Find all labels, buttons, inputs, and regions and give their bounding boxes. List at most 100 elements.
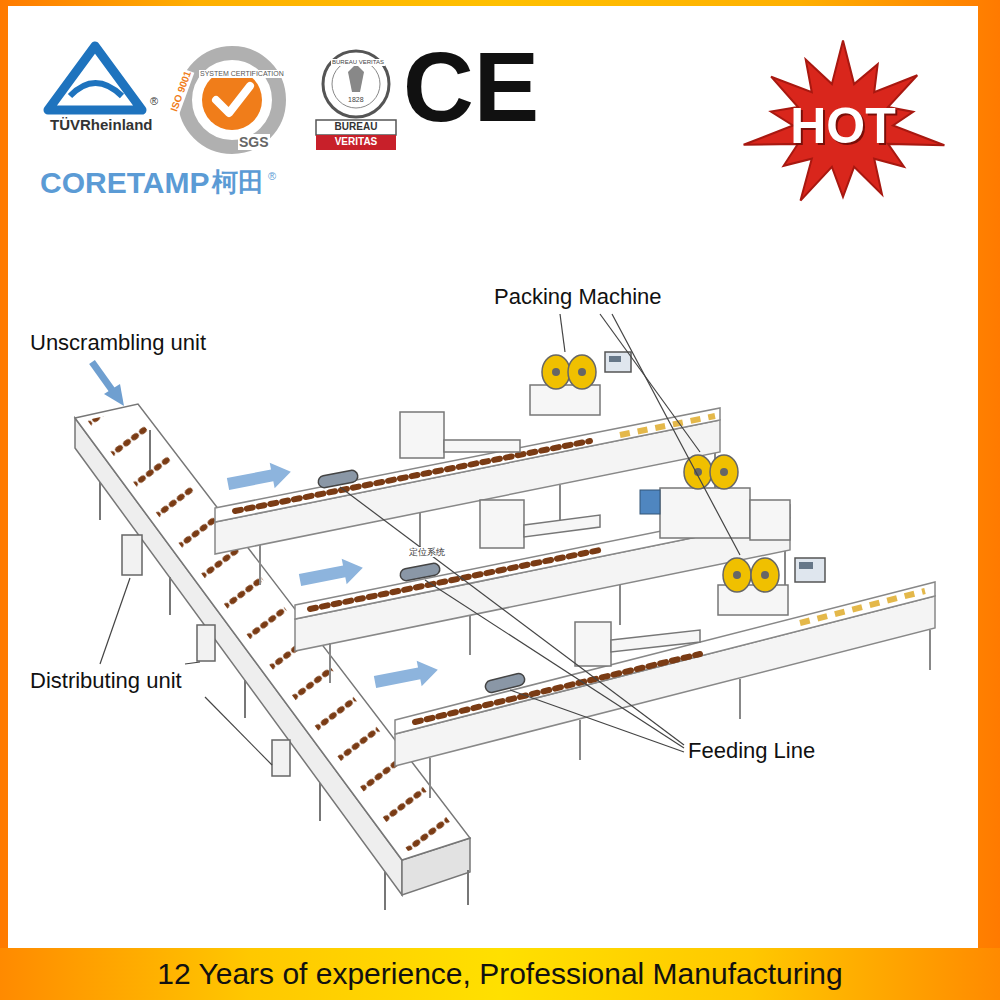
feeding-line-part bbox=[395, 582, 935, 734]
hot-text: HOT bbox=[790, 97, 896, 155]
registered-mark: ® bbox=[268, 170, 276, 183]
main-conveyor-part-part bbox=[384, 872, 386, 910]
packing-machine-part bbox=[710, 455, 738, 489]
feeder-box-part bbox=[611, 630, 700, 652]
feeding-line-part-part bbox=[619, 585, 621, 625]
main-conveyor-part-part bbox=[319, 783, 321, 821]
positioning-belt-part bbox=[484, 672, 526, 693]
logo-text: VERITAS bbox=[316, 136, 396, 148]
sgs-logo-part bbox=[202, 70, 262, 130]
packing-machine-part bbox=[530, 385, 600, 415]
logo-text: SYSTEM CERTIFICATION bbox=[199, 70, 285, 78]
feeding-line-part-part bbox=[579, 720, 581, 760]
feeding-line-part-part bbox=[469, 615, 471, 655]
logo-text: 1828 bbox=[347, 96, 365, 104]
slogan-band: 12 Years of experience, Professional Man… bbox=[0, 948, 1000, 1000]
slogan-text: 12 Years of experience, Professional Man… bbox=[157, 957, 842, 991]
feeder-box-part bbox=[444, 440, 520, 452]
feeding-line-part bbox=[395, 596, 935, 766]
logo-text: BUREAU VERITAS bbox=[331, 59, 385, 66]
feeder-box-part bbox=[480, 500, 524, 548]
leader-line-part bbox=[612, 314, 740, 555]
leader-line-part bbox=[600, 314, 700, 452]
main-conveyor-part-part bbox=[244, 680, 246, 718]
feeding-line-part bbox=[415, 654, 700, 722]
bureau-veritas-logo-part bbox=[316, 135, 396, 150]
feeder-box-part bbox=[400, 412, 444, 458]
hot-burst: HOT bbox=[738, 38, 948, 213]
bureau-veritas-logo-part bbox=[323, 51, 389, 117]
feeding-line-part bbox=[215, 408, 720, 522]
feeding-line-part-part bbox=[259, 545, 261, 585]
tuv-logo-part bbox=[48, 46, 142, 110]
logo-text: BUREAU bbox=[316, 121, 396, 133]
logo-text: SGS bbox=[238, 134, 270, 150]
packing-machine-part bbox=[605, 352, 631, 372]
feeding-line-part-part bbox=[929, 630, 931, 670]
pointer-arrow-part bbox=[92, 362, 112, 390]
starburst-fill bbox=[744, 41, 945, 201]
registered-mark: ® bbox=[150, 95, 158, 108]
packing-machine-part bbox=[799, 562, 813, 569]
feeding-line-part-part bbox=[429, 758, 431, 798]
packing-machine-part bbox=[723, 558, 751, 592]
leader-line-part bbox=[340, 487, 684, 745]
part-label: Packing Machine bbox=[494, 284, 662, 309]
leader-line-part bbox=[100, 578, 130, 664]
positioning-belt-part bbox=[399, 562, 441, 581]
leader-line-part bbox=[560, 314, 565, 352]
sgs-logo bbox=[185, 53, 279, 147]
packing-machine-part bbox=[568, 355, 596, 389]
packing-machine bbox=[640, 455, 790, 540]
packing-machine-part bbox=[552, 368, 560, 376]
brand-name: CORETAMP bbox=[40, 166, 209, 201]
bureau-veritas-logo bbox=[316, 51, 396, 150]
flow-arrow-part bbox=[298, 555, 366, 593]
pointer-arrow-part bbox=[104, 384, 124, 406]
packing-machine-part bbox=[542, 355, 570, 389]
packing-machine-part bbox=[795, 558, 825, 582]
ce-mark: CE bbox=[403, 38, 539, 136]
distributing-box-part bbox=[197, 625, 215, 661]
packing-machine-part bbox=[684, 455, 712, 489]
part-label: Feeding Line bbox=[688, 738, 815, 763]
main-conveyor-part-part bbox=[149, 430, 151, 470]
packing-machine-part bbox=[609, 356, 621, 362]
packing-machine-part bbox=[578, 368, 586, 376]
packing-machine bbox=[718, 558, 825, 615]
sgs-logo-part bbox=[216, 86, 250, 113]
main-conveyor-part-part bbox=[99, 482, 101, 520]
part-label: 定位系统 bbox=[408, 547, 446, 557]
main-conveyor-part-part bbox=[467, 870, 469, 905]
pointer-arrow bbox=[92, 362, 124, 406]
sgs-logo-part bbox=[185, 53, 279, 147]
feeder-box-part bbox=[575, 622, 611, 666]
logo-text: TÜVRheinland bbox=[50, 116, 153, 133]
leader-line-part bbox=[425, 580, 684, 748]
tuv-logo bbox=[48, 46, 142, 110]
flow-arrow bbox=[226, 459, 441, 695]
leader-line-part bbox=[185, 662, 200, 664]
bureau-veritas-logo-part bbox=[316, 120, 396, 135]
flow-arrow-part bbox=[373, 657, 441, 695]
leader-line-part bbox=[510, 690, 684, 752]
bureau-veritas-logo-part bbox=[348, 64, 364, 92]
packing-machine-part bbox=[640, 490, 660, 514]
packing-machine-part bbox=[761, 571, 769, 579]
feeding-line-part-part bbox=[559, 485, 561, 525]
tuv-logo-part bbox=[70, 83, 122, 96]
feeding-line-part bbox=[430, 630, 930, 798]
part-label: Distributing unit bbox=[30, 668, 182, 693]
flow-arrow-part bbox=[226, 459, 294, 497]
main-conveyor-part-part bbox=[169, 577, 171, 615]
packing-machine-part bbox=[751, 558, 779, 592]
positioning-belt-part bbox=[317, 469, 359, 488]
brand-name: 柯田 bbox=[212, 168, 264, 198]
distributing-box bbox=[122, 535, 290, 776]
feeder-box bbox=[400, 412, 700, 666]
packing-machine bbox=[530, 352, 631, 415]
bureau-veritas-logo-part bbox=[332, 60, 380, 108]
feeding-line bbox=[395, 582, 935, 798]
leader-line bbox=[100, 314, 740, 765]
distributing-box-part bbox=[122, 535, 142, 575]
